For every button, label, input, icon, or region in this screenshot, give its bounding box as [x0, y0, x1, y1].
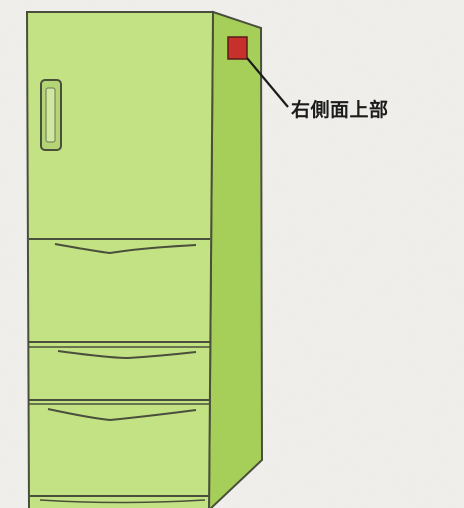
callout-label: 右側面上部 [291, 99, 389, 121]
door-handle-grip [45, 87, 56, 143]
fridge-side-panel [208, 10, 264, 508]
base-curve [39, 499, 206, 504]
location-marker [227, 36, 248, 60]
drawer-handle-2 [57, 350, 197, 360]
drawer-handle-3 [47, 408, 197, 422]
drawer-handle-1 [54, 243, 197, 255]
fridge-front-panel [25, 11, 215, 508]
leader-line [246, 57, 289, 108]
